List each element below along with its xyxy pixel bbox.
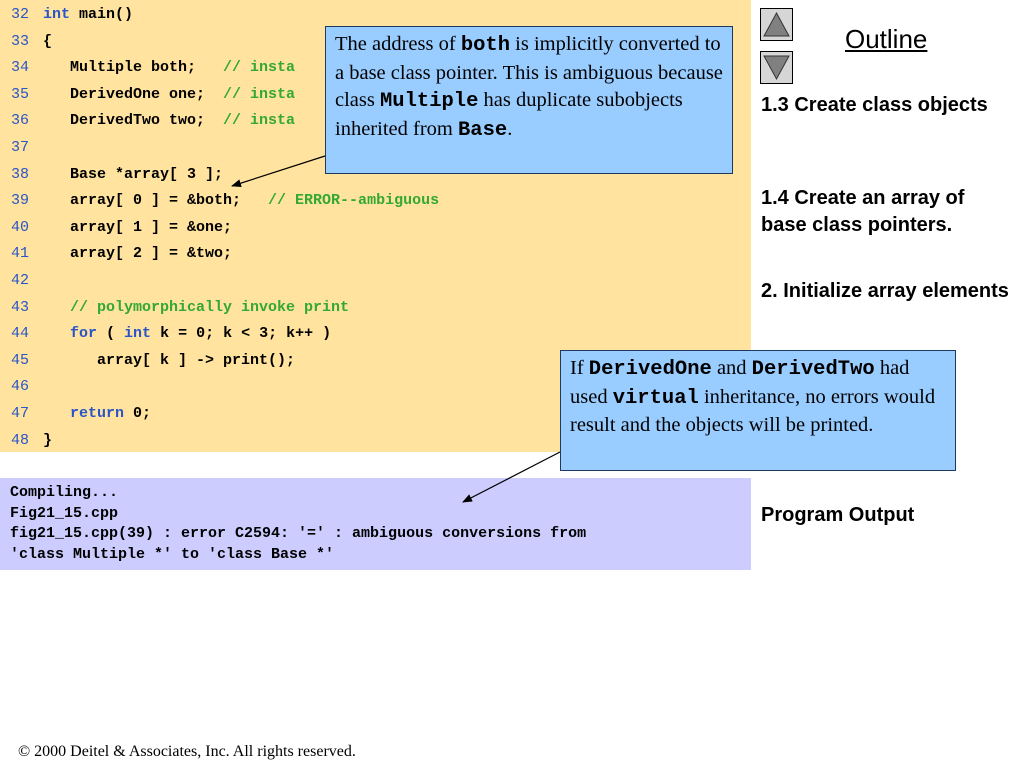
code-token: array[ 0 ] = &both;	[43, 192, 269, 210]
program-output-panel: Compiling... Fig21_15.cpp fig21_15.cpp(39)…	[0, 478, 751, 570]
code-token: Base *array[ 3 ];	[43, 165, 224, 183]
callout-text: had used	[570, 357, 910, 408]
callout-text: and	[711, 357, 752, 379]
line-number: 34	[11, 59, 30, 77]
code-text: DerivedTwo two; // insta	[43, 108, 295, 135]
code-keyword: for	[70, 325, 98, 343]
callout-text: is implicitly converted to a base class …	[335, 33, 723, 111]
output-line: Fig21_15.cpp	[10, 504, 119, 522]
line-number: 46	[11, 378, 30, 396]
code-comment: // insta	[223, 59, 296, 77]
callout-code-term: virtual	[612, 386, 699, 410]
outline-item-create-pointer-array[interactable]: 1.4 Create an array of base class pointe…	[761, 187, 965, 236]
line-number: 38	[11, 165, 30, 183]
code-text: for ( int k = 0; k < 3; k++ )	[43, 321, 331, 348]
outline-item-initialize-array[interactable]: 2. Initialize array elements	[761, 280, 1009, 302]
callout-code-term: Base	[457, 118, 508, 142]
code-text: array[ 2 ] = &two;	[43, 241, 232, 268]
outline-item-create-class-objects[interactable]: 1.3 Create class objects	[761, 94, 988, 116]
callout-text: The address of	[335, 33, 461, 55]
line-number: 37	[11, 139, 30, 156]
code-comment: // insta	[223, 112, 296, 130]
line-number: 35	[11, 85, 30, 103]
callout-text: If	[570, 357, 589, 379]
code-text: DerivedOne one; // insta	[43, 82, 295, 109]
code-token: DerivedOne one;	[43, 85, 224, 103]
code-keyword: int	[124, 325, 152, 343]
code-text: // polymorphically invoke print	[43, 295, 349, 322]
callout-text: inheritance, no errors would result and …	[570, 385, 936, 437]
code-text: }	[43, 428, 52, 455]
line-number: 45	[11, 351, 30, 369]
line-number: 42	[11, 272, 30, 289]
outline-link[interactable]: Outline	[845, 24, 928, 54]
output-line: fig21_15.cpp(39) : error C2594: '=' : am…	[10, 525, 587, 542]
line-number: 33	[11, 32, 30, 50]
callout-text: has duplicate subobjects inherited from	[335, 89, 683, 140]
code-token: array[ k ] -> print();	[43, 351, 296, 369]
line-number: 47	[11, 405, 30, 422]
code-text: Base *array[ 3 ];	[43, 162, 223, 189]
callout-code-term: Multiple	[379, 90, 479, 113]
callout-virtual-inheritance: If DerivedOne and DerivedTwo had used vi…	[560, 350, 956, 471]
code-text: Multiple both; // insta	[43, 55, 295, 82]
output-line: 'class Multiple *' to 'class Base *'	[10, 545, 335, 563]
code-text: array[ 0 ] = &both; // ERROR--ambiguous	[43, 188, 439, 215]
callout-code-term: DerivedOne	[588, 358, 712, 381]
callout-text: .	[507, 117, 513, 140]
code-keyword: return	[70, 405, 125, 422]
code-text: return 0;	[43, 401, 151, 428]
line-number: 43	[11, 298, 30, 316]
callout-code-term: both	[460, 34, 511, 57]
line-number: 32	[11, 6, 30, 23]
line-number: 40	[11, 218, 30, 236]
callout-code-term: DerivedTwo	[751, 358, 875, 381]
code-token	[43, 325, 70, 342]
code-token: main()	[70, 6, 134, 23]
code-token	[43, 405, 70, 422]
callout-ambiguous-conversion: The address of both is implicitly conver…	[325, 26, 733, 174]
triangle-down-icon	[763, 55, 790, 81]
code-token: array[ 2 ] = &two;	[43, 245, 233, 263]
outline-item-program-output[interactable]: Program Output	[761, 504, 915, 526]
line-number: 48	[11, 431, 30, 449]
code-token: array[ 1 ] = &one;	[43, 218, 233, 236]
code-token: k = 0; k < 3; k++ )	[151, 325, 332, 343]
line-number: 36	[11, 112, 30, 130]
code-text: array[ k ] -> print();	[43, 348, 295, 375]
triangle-up-icon	[763, 11, 790, 37]
code-token: DerivedTwo two;	[43, 112, 224, 130]
code-text: int main()	[43, 2, 133, 29]
code-token: (	[97, 325, 125, 343]
code-token: Multiple both;	[43, 59, 224, 77]
code-comment: // polymorphically invoke print	[43, 298, 350, 316]
next-slide-button[interactable]	[760, 51, 793, 84]
code-token: 0;	[124, 405, 152, 422]
line-number: 39	[11, 192, 30, 210]
code-comment: // insta	[223, 85, 296, 103]
code-token: }	[43, 431, 53, 449]
code-text: array[ 1 ] = &one;	[43, 215, 232, 242]
line-number: 44	[11, 325, 30, 343]
code-text: {	[43, 29, 52, 56]
code-comment: // ERROR--ambiguous	[268, 192, 440, 210]
code-keyword: int	[43, 6, 71, 23]
output-line: Compiling...	[10, 484, 119, 501]
code-token: {	[43, 32, 53, 50]
copyright-notice: © 2000 Deitel & Associates, Inc. All rig…	[18, 743, 356, 760]
line-number: 41	[11, 245, 30, 263]
previous-slide-button[interactable]	[760, 8, 793, 41]
